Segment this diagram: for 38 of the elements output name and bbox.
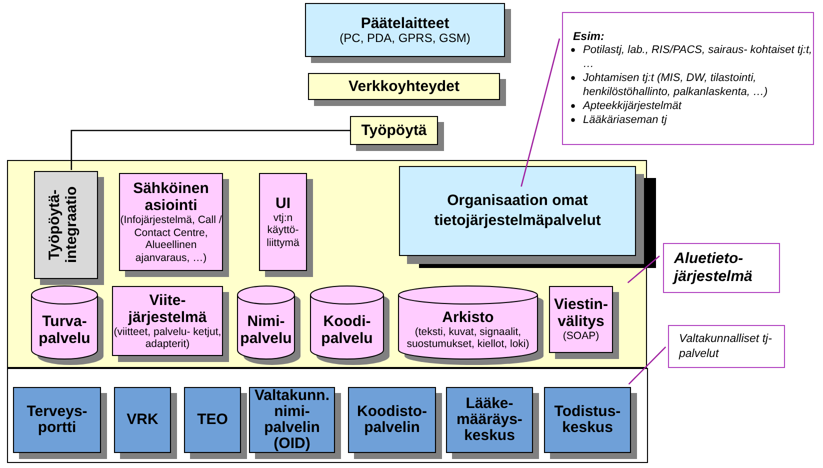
box-title: Päätelaitteet xyxy=(360,15,450,32)
box-title: Verkkoyhteydet xyxy=(348,78,460,95)
box-subtitle: (SOAP) xyxy=(562,330,600,343)
box-title: Organisaation omat tietojärjestelmäpalvelut xyxy=(433,191,602,231)
box-title: Viestin- välitys xyxy=(553,296,609,330)
box-title: Sähköinen asiointi xyxy=(132,180,210,214)
callout-heading: Esim: xyxy=(572,30,606,42)
box-title: Nimi- palvelu xyxy=(239,312,293,346)
leader-line xyxy=(628,346,666,385)
box-title: Arkisto xyxy=(442,308,494,326)
connector-line xyxy=(70,130,350,170)
leader-line xyxy=(520,38,560,187)
box-subtitle: (PC, PDA, GPRS, GSM) xyxy=(340,32,470,45)
callout-text: Aluetieto- järjestelmä xyxy=(672,250,754,286)
box-title: Turva- palvelu xyxy=(38,312,92,346)
callout-box xyxy=(562,12,814,145)
box-subtitle: (viitteet, palvelu- ketjut, adapterit) xyxy=(113,326,222,350)
box-title: Koodisto- palvelin xyxy=(356,404,428,436)
box-title: Viite- järjestelmä xyxy=(127,292,208,326)
box-title: Työpöytä xyxy=(361,122,427,139)
region-panel xyxy=(7,160,647,368)
box-title: VRK xyxy=(126,412,158,428)
callout-box xyxy=(663,243,780,293)
box-title: Terveys- portti xyxy=(26,404,88,436)
box-title: Valtakunn. nimi- palvelin (OID) xyxy=(253,388,331,452)
box-title: UI xyxy=(276,194,290,212)
box-title: Todistus- keskus xyxy=(553,404,622,436)
box-subtitle: (teksti, kuvat, signaalit, suostumukset, kiellot, loki) xyxy=(406,326,530,350)
callout-box xyxy=(668,325,785,368)
callout-text: Valtakunnalliset tj-palvelut xyxy=(678,332,773,362)
box-subtitle: vtj:n käyttö- liittymä xyxy=(266,212,300,250)
box-subtitle: (Infojärjestelmä, Call / Contact Centre, Alueellinen ajanvaraus, …) xyxy=(120,214,222,264)
box-title: Koodi- palvelu xyxy=(320,312,374,346)
box-title: Lääke- määräys- keskus xyxy=(456,396,524,444)
national-panel xyxy=(7,368,648,463)
vertical-label: Työpöytä- integraatio xyxy=(46,186,81,266)
box-title: TEO xyxy=(197,412,228,428)
leader-line xyxy=(627,256,660,284)
